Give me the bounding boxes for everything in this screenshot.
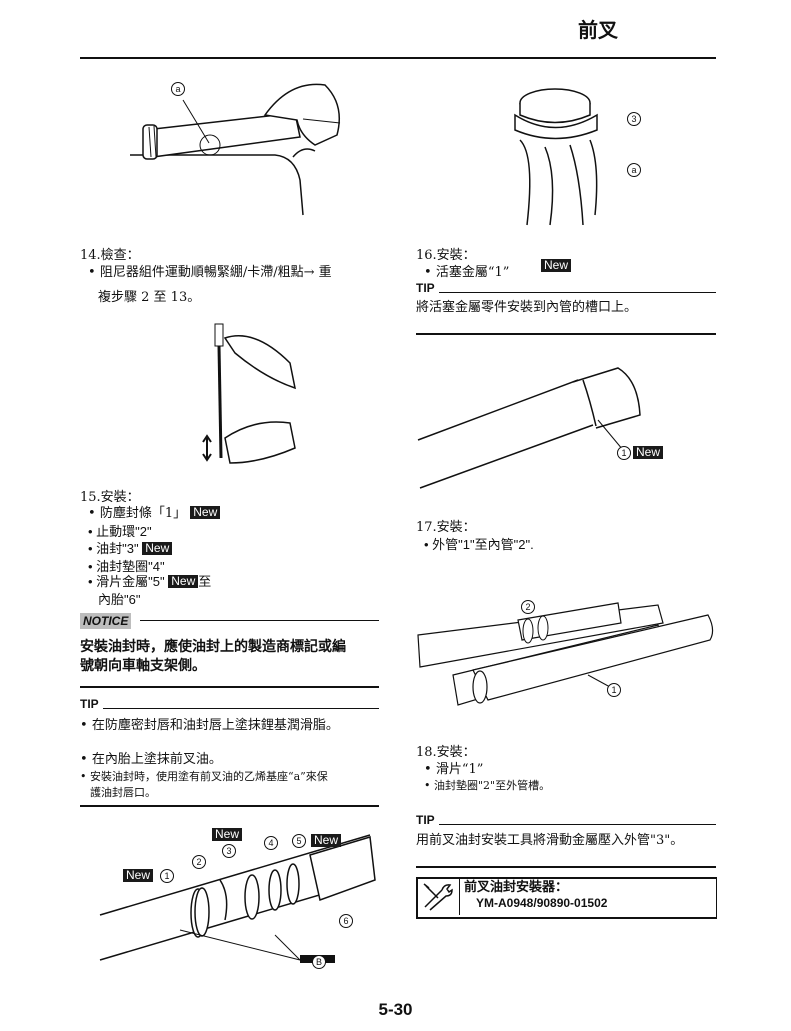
tool-name: 前叉油封安裝器： — [464, 880, 569, 895]
tip16-text: 將活塞金屬零件安裝到內管的槽口上。 — [416, 300, 638, 315]
step17-title: 17.安裝： — [416, 520, 476, 535]
tool-code: YM-A0948/90890-01502 — [476, 896, 608, 910]
notice-label: NOTICE — [80, 613, 132, 629]
tip18-text: 用前叉油封安裝工具將滑動金屬壓入外管"3"。 — [416, 833, 684, 848]
new-badge-3: New — [212, 828, 243, 841]
callout-3: 3 — [222, 844, 236, 858]
tip-label: TIP — [80, 697, 99, 711]
step14-title: 14.檢查： — [80, 248, 140, 263]
tip-item-1: 在防塵密封唇和油封唇上塗抹鋰基潤滑脂。 — [80, 717, 339, 734]
step16-title: 16.安裝： — [416, 248, 476, 263]
tip-item-3-cont: 護油封唇口。 — [90, 786, 156, 799]
new-badge: New — [142, 542, 173, 555]
figure-inner-tube — [417, 367, 641, 489]
step15-item-4: 油封墊圈"4" — [88, 558, 164, 575]
callout-2: 2 — [192, 855, 206, 869]
figure-piston-metal — [514, 88, 598, 226]
step15-item-6: 內胎"6" — [98, 592, 141, 607]
tip-item-3: 安裝油封時，使用塗有前叉油的乙烯基座“a”來保 — [80, 768, 328, 785]
step18-title: 18.安裝： — [416, 745, 476, 760]
step16-item: 活塞金屬“1” — [424, 264, 510, 281]
tool-box — [416, 877, 717, 919]
callout-a: a — [171, 82, 185, 96]
step15-title: 15.安裝： — [80, 490, 140, 505]
step14-item-cont: 複步驟 2 至 13。 — [98, 290, 201, 305]
figure-damper-stroke — [202, 323, 296, 464]
wrench-icon — [423, 883, 453, 911]
tip16-label: TIP — [416, 281, 435, 295]
tool-icon-cell — [416, 877, 460, 915]
callout-b: B — [312, 955, 326, 969]
callout-a: a — [627, 163, 641, 177]
new-badge: New — [541, 259, 572, 272]
new-badge: New — [633, 446, 664, 459]
tip18-rule — [439, 824, 716, 825]
page-number: 5-30 — [378, 1000, 413, 1019]
page-title: 前叉 — [578, 18, 618, 42]
notice-text-1: 安裝油封時，應使油封上的製造商標記或編 — [80, 639, 346, 655]
figure-fork-parts — [99, 834, 376, 963]
new-badge-1: New — [123, 869, 154, 882]
new-badge: New — [190, 506, 221, 519]
figure-damper-inspect — [130, 83, 341, 216]
step18-item-1: 滑片“1” — [424, 761, 484, 778]
notice-text-2: 號朝向車軸支架側。 — [80, 658, 206, 674]
tip18-end-rule — [416, 866, 716, 868]
step14-item: 阻尼器組件運動順暢緊綳/卡滯/粗點→ 重 — [88, 264, 332, 281]
callout-2: 2 — [521, 600, 535, 614]
tip-end-rule — [80, 805, 379, 807]
step15-item-2: 止動環"2" — [88, 523, 151, 540]
tip18-label: TIP — [416, 813, 435, 827]
callout-1: 1 — [160, 869, 174, 883]
callout-1: 1 — [617, 446, 631, 460]
header-rule — [80, 57, 716, 59]
new-badge-5: New — [311, 834, 342, 847]
step17-item: 外管"1"至內管"2". — [424, 536, 534, 553]
tip-item-2: 在內胎上塗抹前叉油。 — [80, 751, 222, 768]
callout-4: 4 — [264, 836, 278, 850]
notice-end-rule — [80, 686, 379, 688]
tip16-rule — [439, 292, 716, 293]
callout-6: 6 — [339, 914, 353, 928]
step15-item-1: 防塵封條「1」 New — [88, 505, 221, 522]
callout-1: 1 — [607, 683, 621, 697]
tip-rule — [103, 708, 379, 709]
callout-5: 5 — [292, 834, 306, 848]
new-badge: New — [168, 575, 199, 588]
callout-3: 3 — [627, 112, 641, 126]
step15-item-3: 油封"3" New — [88, 540, 173, 557]
figure-tubes — [417, 602, 714, 706]
notice-rule — [140, 620, 379, 621]
tip16-end-rule — [416, 333, 716, 335]
step18-item-2: 油封墊圈"2"至外管槽。 — [424, 777, 550, 794]
